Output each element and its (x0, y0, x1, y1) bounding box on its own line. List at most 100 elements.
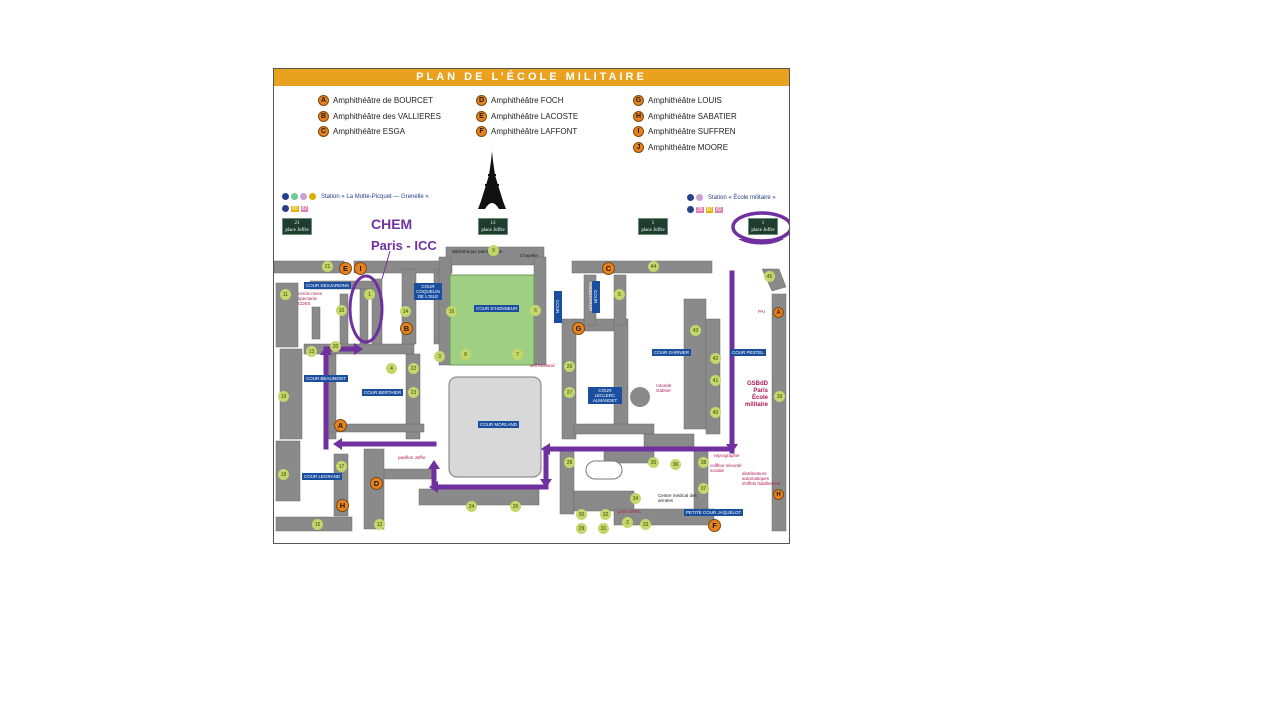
plate-text: place Joffre (641, 228, 665, 233)
legend-item: I Amphithéâtre SUFFREN (633, 124, 737, 140)
amphitheatre-marker: H (336, 499, 349, 512)
metro-icon (282, 193, 289, 200)
amphitheatre-badge-icon: C (318, 126, 329, 138)
plate-number: 21 (294, 221, 300, 226)
cour-beaumont-label: COUR BEAUMONT (304, 375, 349, 382)
amphitheatre-badge-icon: F (476, 126, 487, 138)
metro-line-icon (291, 193, 298, 200)
building-number: 19 (278, 391, 289, 402)
building-number: 35 (648, 457, 659, 468)
amphitheatre-badge-icon: A (318, 95, 329, 107)
bus-line-badge: 82 (715, 206, 723, 213)
plate-number: 5 (651, 221, 655, 226)
cour-roederer-label: COUR ROEDERER (550, 291, 562, 323)
amphitheatre-marker: A (773, 307, 784, 318)
building-number: 3 (434, 351, 445, 362)
metro-line-icon (300, 193, 307, 200)
building-number: 31 (598, 523, 609, 534)
bus-icon (282, 205, 289, 212)
amphitheatre-badge-icon: J (633, 141, 644, 153)
building-number: 17 (336, 461, 347, 472)
metro-line-icon (696, 194, 703, 201)
rotonde-label: rotonde Gabriel (656, 383, 672, 393)
bus-line-badge: 80 (705, 206, 714, 213)
cour-ribbentrop-label: COUR RIBBENTROP (588, 281, 600, 313)
building-number: 5 (614, 289, 625, 300)
cour-leclerc-label: COUR LECLERC ALMANDET (588, 387, 622, 404)
building-number: 11 (280, 289, 291, 300)
legend-label: Amphithéâtre SUFFREN (648, 127, 736, 137)
building-plan (274, 239, 787, 532)
building-number: 16 (446, 306, 457, 317)
legend-item: F Amphithéâtre LAFFONT (476, 124, 578, 140)
entrance-plate: 21 place Joffre (282, 218, 312, 235)
amphitheatre-marker: H (773, 489, 784, 500)
amphitheatre-marker: D (370, 477, 383, 490)
legend-column-1: A Amphithéâtre de BOURCET B Amphithéâtre d… (318, 93, 441, 140)
chem-highlight-ellipse (348, 274, 384, 344)
cour-jaquelot-label: PETITE COUR JAQUELOT (684, 509, 744, 516)
metro-line-icon (309, 193, 316, 200)
legend-label: Amphithéâtre de BOURCET (333, 96, 434, 106)
amphitheatre-badge-icon: E (476, 110, 487, 122)
building-number: 34 (630, 493, 641, 504)
cour-pestel-label: COUR PESTEL (730, 349, 766, 356)
building-number: 7 (512, 349, 523, 360)
cour-honneur-label: COUR D'HONNEUR (474, 305, 520, 312)
cour-coquelin-label: COUR COQUELIN DE L'ISLE (414, 283, 442, 300)
bus-lines-right: 28 80 82 (687, 206, 723, 213)
legend-item: B Amphithéâtre des VALLIERES (318, 109, 441, 125)
entrance-1-highlight (731, 211, 789, 243)
chapelle-label: Chapelle (520, 253, 538, 258)
building-number: 1 (364, 289, 375, 300)
building-number: 38 (698, 457, 709, 468)
building-number: 26 (564, 361, 575, 372)
annotation-subtitle: Paris - ICC (371, 238, 437, 253)
bus-line-badge: 82 (300, 205, 309, 212)
bibliotheque-label: Bibliothèque patrimoniale (452, 249, 503, 254)
building-number: 28 (564, 457, 575, 468)
building-number: 32 (600, 509, 611, 520)
cdes-label: CDES (298, 301, 311, 306)
coiffeur-label: coiffeur sécurité sociale (710, 463, 742, 473)
metro-station-left: Station « La Motte-Picquet — Grenelle » (282, 193, 429, 200)
rotonde-shape (630, 387, 650, 407)
building-number: 29 (576, 523, 587, 534)
sport-oval (585, 460, 623, 480)
building-number: 6 (530, 305, 541, 316)
pai-label: PAI (758, 309, 765, 314)
building-number: 30 (576, 509, 587, 520)
building-number: 43 (690, 325, 701, 336)
map-title: PLAN DE L’ÉCOLE MILITAIRE (274, 69, 789, 86)
bus-lines-left: 80 82 (282, 205, 309, 212)
plate-number: 1 (761, 221, 765, 226)
building-number: 37 (698, 483, 709, 494)
amphitheatre-marker: E (339, 262, 352, 275)
cour-desjardins-label: COUR DESJARDINS (304, 282, 352, 289)
building-number: 22 (408, 363, 419, 374)
reprographie-label: reprographie (714, 453, 740, 458)
amphitheatre-badge-icon: G (633, 95, 644, 107)
legend-label: Amphithéâtre LAFFONT (491, 127, 578, 137)
cour-legrand-label: COUR LEGRAND (302, 473, 343, 480)
amphitheatre-badge-icon: I (633, 126, 644, 138)
legend-label: Amphithéâtre des VALLIERES (333, 111, 441, 121)
amphitheatre-badge-icon: B (318, 110, 329, 122)
building-number: 25 (510, 501, 521, 512)
cour-garnier-label: COUR GARNIER (652, 349, 692, 356)
pavillon-joffre-label: pavillon Joffre (398, 455, 426, 460)
building-number: 18 (278, 469, 289, 480)
gsbdd-label: GSBdD Paris École militaire (744, 381, 768, 408)
legend-label: Amphithéâtre LACOSTE (491, 111, 579, 121)
point-dpec-label: point DPEC (618, 509, 642, 514)
plate-text: place Joffre (285, 228, 309, 233)
building-number: 2 (622, 517, 633, 528)
building-number: 12 (374, 519, 385, 530)
plate-text: place Joffre (481, 228, 505, 233)
entrance-highlight-ellipse (738, 239, 784, 245)
